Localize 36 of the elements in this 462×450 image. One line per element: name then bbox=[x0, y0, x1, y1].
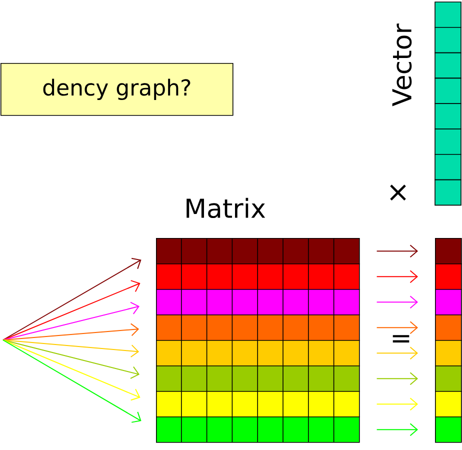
vector-label: Vector bbox=[392, 24, 412, 106]
arrow bbox=[376, 398, 418, 411]
times-sign: × bbox=[390, 184, 406, 200]
matrix-row bbox=[156, 416, 360, 443]
result-cell bbox=[435, 391, 462, 418]
arrow bbox=[376, 423, 418, 436]
matrix-row bbox=[156, 238, 360, 264]
result-cell bbox=[435, 366, 462, 392]
matrix-row bbox=[156, 314, 360, 341]
result-cell bbox=[435, 264, 462, 290]
arrow bbox=[2, 258, 142, 340]
arrow bbox=[2, 280, 140, 340]
matrix-label: Matrix bbox=[186, 198, 266, 218]
result-cell bbox=[435, 314, 462, 341]
result-cell bbox=[435, 340, 462, 366]
arrow bbox=[376, 372, 418, 386]
arrow bbox=[376, 270, 418, 284]
matrix-row bbox=[156, 390, 360, 418]
matrix-row bbox=[156, 340, 360, 366]
callout-box: dency graph? bbox=[0, 63, 234, 116]
arrow bbox=[2, 340, 140, 379]
result-cell bbox=[435, 238, 462, 264]
result-cell bbox=[435, 289, 462, 316]
result-cell bbox=[435, 416, 462, 443]
equals-sign: = bbox=[392, 335, 410, 342]
arrow bbox=[376, 346, 418, 360]
arrow bbox=[2, 340, 142, 423]
matrix-row bbox=[156, 263, 360, 290]
arrow bbox=[376, 244, 418, 258]
arrow bbox=[2, 340, 140, 401]
arrow bbox=[376, 321, 418, 334]
matrix-row bbox=[156, 365, 360, 392]
arrow bbox=[2, 302, 140, 340]
matrix-row bbox=[156, 288, 360, 316]
arrow bbox=[376, 296, 418, 309]
arrow bbox=[2, 340, 140, 358]
